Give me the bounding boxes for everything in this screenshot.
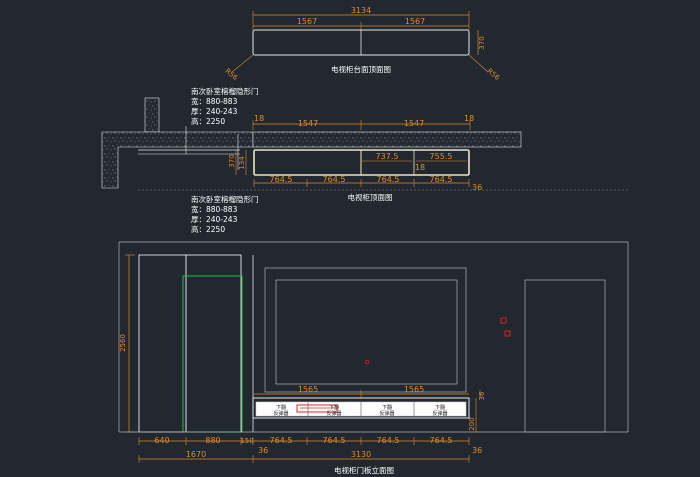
drawer-2-line-1: 下翻 [329,404,339,411]
drawer-1-line-2: 反弹器 [273,410,288,417]
sec-inner-dim-2: 755.5 [430,152,453,161]
sec-bottom-dim-2: 764.5 [323,175,346,184]
drawer-1-line-1: 下翻 [276,404,286,411]
door-note-bottom-name: 南次卧室榕榴隐形门 [191,194,259,204]
door-note-top-width: 宽：880-883 [191,96,238,106]
section-view: 南次卧室榕榴隐形门 宽：880-883 厚：240-243 高：2250 18 … [101,86,630,234]
elev-bottom-dim-1: 640 [154,436,169,445]
right-door [524,279,606,433]
top-overall-dim: 3134 [351,6,371,15]
elev-height-dim: 2560 [119,334,127,352]
section-view-title: 电视柜顶面图 [348,192,393,202]
door-note-bottom-height: 高：2250 [191,224,225,234]
sec-left-dim-1: 370 [228,154,236,167]
top-view: 3134 1567 1567 370 R56 R56 电视柜台面顶面图 [223,6,501,82]
elev-right-small-bottom: 36 [472,446,482,455]
back-wall [252,131,522,148]
hidden-door-outline [182,275,243,433]
elev-bottom-dim-6: 764.5 [377,436,400,445]
wall-panel [138,254,187,433]
top-left-radius: R56 [223,67,239,82]
elev-bottom-dim-3: 150 [240,437,253,445]
elev-bottom-dim-5: 764.5 [323,436,346,445]
sec-top-dim-1: 18 [254,114,264,123]
drawer-3-line-2: 反弹器 [379,410,394,417]
door-note-bottom-thickness: 厚：240-243 [191,215,238,224]
tv-center-marker [364,359,370,365]
elevation-view-title: 电视柜门板立面图 [334,465,394,475]
elev-overall-left: 1670 [186,450,206,459]
sec-bottom-dim-1: 764.5 [270,175,293,184]
tv-panel [275,279,458,385]
drawer-2-line-2: 反弹器 [326,410,341,417]
switch-marker-1 [500,317,507,324]
sec-top-dim-3: 1547 [404,119,424,128]
sec-top-dim-2: 1547 [298,119,318,128]
door-frame [185,254,242,433]
top-seg-dim-2: 1567 [405,17,425,26]
cable-box-marker [296,404,338,413]
elev-cabinet-height: 200 [468,417,476,430]
elev-counter-dim-2: 1565 [404,385,424,394]
switch-marker-2 [504,330,511,337]
elev-overall-right: 3130 [351,450,371,459]
door-note-top-thickness: 厚：240-243 [191,107,238,116]
top-seg-dim-1: 1567 [297,17,317,26]
top-right-radius: R56 [485,67,501,82]
elev-counter-dim-1: 1565 [298,385,318,394]
elevation-view: 2560 1565 1565 下翻 反弹器 下翻 反弹器 下翻 [118,241,629,475]
elev-bottom-dim-2: 880 [205,436,220,445]
elev-small-36: 36 [258,446,268,455]
wall-stub [144,97,160,133]
sec-left-dim-2: 134 [238,156,246,170]
top-depth-dim: 370 [478,36,486,49]
sec-bottom-dim-4: 764.5 [430,175,453,184]
sec-inner-dim-1: 737.5 [376,152,399,161]
sec-top-dim-4: 18 [464,114,474,123]
tv-wall-frame [264,267,467,393]
door-note-bottom-width: 宽：880-883 [191,204,238,214]
sec-bottom-dim-3: 764.5 [377,175,400,184]
drawer-3-line-1: 下翻 [382,404,392,411]
door-note-top-height: 高：2250 [191,116,225,126]
elev-bottom-dim-7: 764.5 [430,436,453,445]
sec-inner-small: 18 [415,163,425,172]
door-note-top-name: 南次卧室榕榴隐形门 [191,86,259,96]
top-view-title: 电视柜台面顶面图 [331,64,391,74]
sec-right-small: 36 [472,183,482,192]
elev-bottom-dim-4: 764.5 [270,436,293,445]
drawer-4-line-2: 反弹器 [432,410,447,417]
drawer-4-line-1: 下翻 [435,404,445,411]
elev-right-top-small: 36 [478,391,486,400]
